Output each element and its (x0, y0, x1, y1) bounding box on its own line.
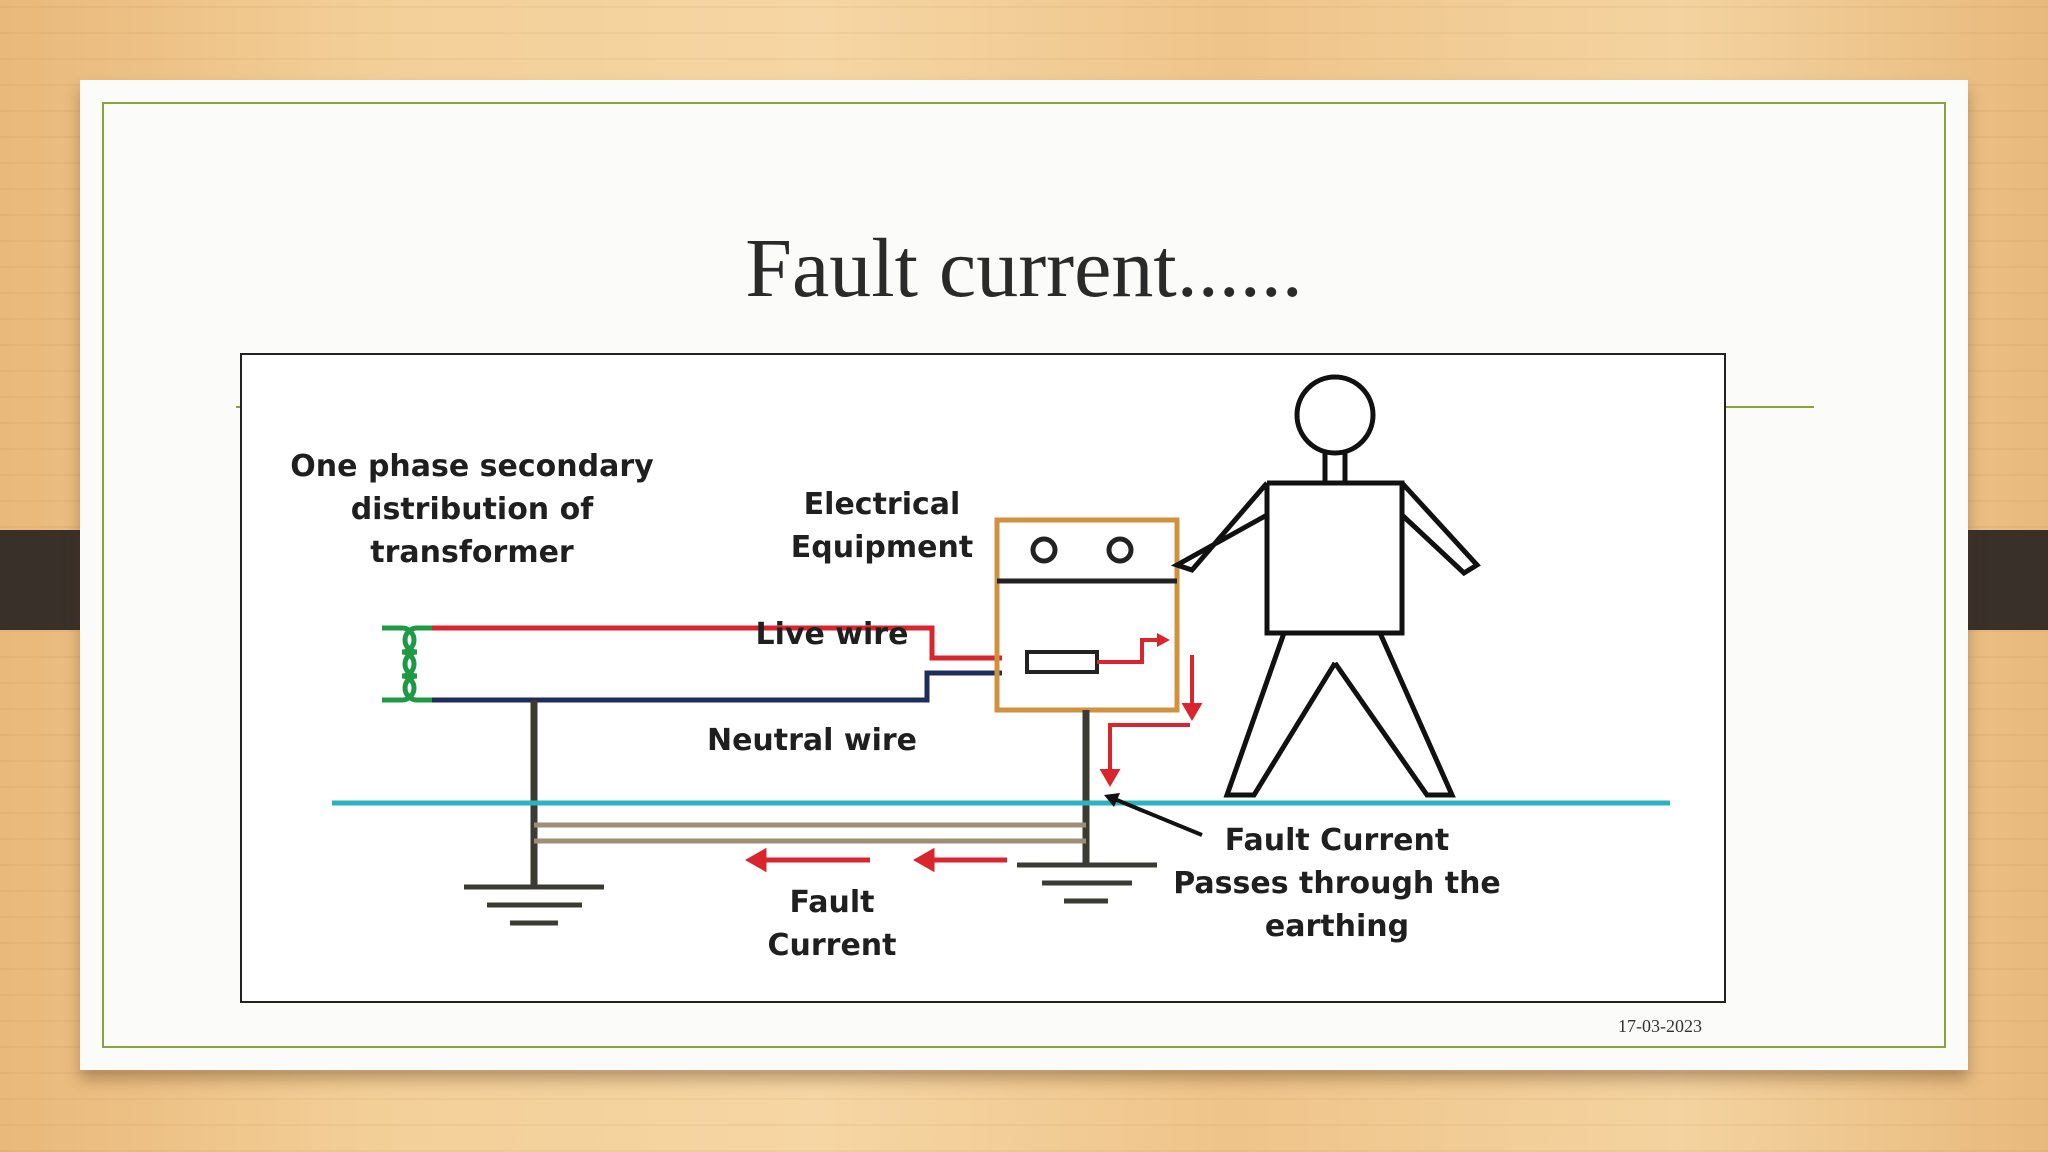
ground-symbol-icon (464, 884, 604, 926)
equipment-socket-right (1106, 536, 1134, 564)
neutral-wire-label: Neutral wire (706, 723, 918, 758)
equipment-socket-left (1030, 536, 1058, 564)
fault-path-internal (1097, 638, 1162, 664)
equipment-fuse (1025, 650, 1099, 674)
live-wire-line (432, 625, 1002, 661)
live-wire-label: Live wire (755, 617, 909, 652)
transformer-coil-icon (382, 625, 432, 703)
fault-arrow-icon (1157, 633, 1170, 647)
ground-symbol-icon (1017, 862, 1157, 904)
fault-down-arrows (1099, 655, 1203, 787)
diagram-drawing (332, 374, 1670, 926)
neutral-wire-line (432, 670, 1002, 703)
slide-frame (102, 102, 1946, 1048)
earth-conductor (534, 822, 1086, 844)
stick-figure-icon (1170, 374, 1481, 798)
earthing-pointer-head (1104, 793, 1120, 807)
slide-date: 17-03-2023 (1618, 1016, 1702, 1036)
fault-current-arrows (744, 847, 1007, 873)
slide-title: Fault current...... (745, 222, 1303, 315)
earthing-pointer (1111, 796, 1203, 837)
equipment-box (994, 517, 1180, 713)
